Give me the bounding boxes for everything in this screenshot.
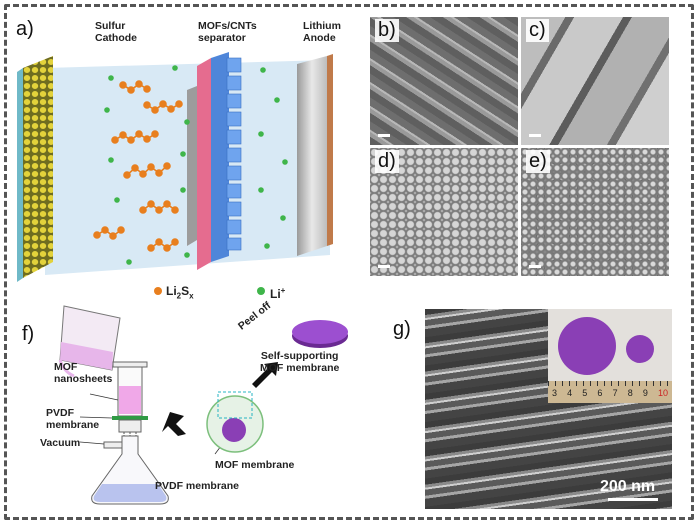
self-supporting-membrane [292, 320, 348, 344]
scale-bar-b [378, 134, 390, 137]
li-ion-legend-marker [257, 287, 265, 295]
mof-separator [187, 52, 242, 262]
scale-bar-e [529, 265, 541, 268]
pvdf-membrane-left-label: PVDF membrane [46, 407, 99, 431]
panel-c-label: c) [526, 19, 549, 42]
scale-bar-label-g: 200 nm [600, 478, 656, 495]
ruler: 3 4 5 6 7 8 9 10 [548, 381, 672, 403]
large-membrane-disk [558, 317, 616, 375]
battery-schematic [17, 52, 333, 282]
vacuum-label: Vacuum [40, 437, 81, 449]
scale-bar-g [608, 498, 658, 501]
separator-line1: MOFs/CNTs [198, 20, 257, 32]
vacuum-port [103, 441, 123, 449]
vacuum-flask [91, 435, 169, 505]
process-arrow [162, 412, 186, 436]
mof-membrane-label: MOF membrane [215, 459, 295, 471]
li2sx-sub2: x [189, 291, 194, 301]
lithium-anode-line1: Lithium [303, 20, 341, 32]
li2sx-legend-marker [154, 287, 162, 295]
scale-bar-c [529, 134, 541, 137]
separator-pink-layer [197, 58, 211, 270]
ruler-number: 9 [642, 388, 648, 398]
li-base: Li [270, 287, 281, 301]
lithium-anode [297, 56, 327, 256]
mof-nanosheets-line2: nanosheets [54, 373, 113, 385]
sem-image-b: b) [370, 17, 518, 145]
peel-arrow [252, 362, 278, 388]
self-supporting-line1: Self-supporting [260, 350, 339, 362]
ruler-ticks [548, 381, 672, 386]
ruler-number: 8 [627, 388, 633, 398]
scale-bar-d [378, 265, 390, 268]
separator-line2: separator [198, 32, 246, 44]
membrane-photo-inset: 3 4 5 6 7 8 9 10 [548, 309, 672, 403]
sem-image-e: e) [521, 148, 669, 276]
panel-b-label: b) [375, 19, 399, 42]
separator-label: MOFs/CNTs separator [198, 20, 257, 44]
lithium-anode-label: Lithium Anode [303, 20, 341, 44]
li-ion-legend-label: Li+ [270, 285, 285, 300]
lithium-ions [104, 65, 288, 265]
membrane-disk [206, 391, 264, 453]
li2sx-mid: S [181, 284, 190, 298]
polysulfide-chains [93, 80, 183, 252]
sulfur-cathode-label: Sulfur Cathode [95, 20, 137, 44]
panel-e-label: e) [526, 150, 550, 173]
pvdf-membrane-strip [112, 416, 148, 420]
sulfur-cathode [23, 56, 53, 278]
panel-f-label: f) [22, 323, 35, 345]
pvdf-membrane-bottom-label: PVDF membrane [155, 480, 240, 492]
ruler-number: 10 [657, 388, 668, 398]
sulfur-cathode-line1: Sulfur [95, 20, 126, 32]
li2sx-base: Li [166, 284, 177, 298]
li-sup: + [280, 286, 286, 295]
sulfur-cathode-line2: Cathode [95, 32, 137, 44]
self-supporting-label: Self-supporting MOF membrane [260, 350, 339, 374]
li2sx-legend-label: Li2Sx [166, 285, 194, 302]
li2sx-sub1: 2 [176, 291, 182, 301]
mof-nanosheets-label: MOF nanosheets [54, 361, 112, 385]
beaker [58, 305, 121, 378]
mof-nanosheets-line1: MOF [54, 361, 78, 373]
small-membrane-disk [626, 335, 654, 363]
funnel [112, 361, 148, 442]
ruler-number: 6 [597, 388, 603, 398]
sem-image-d: d) [370, 148, 518, 276]
ruler-number: 7 [612, 388, 618, 398]
pvdf-left-line2: membrane [46, 419, 100, 431]
sem-image-c: c) [521, 17, 669, 145]
panel-g-label: g) [393, 318, 411, 340]
filtration-schematic [58, 305, 348, 505]
lithium-anode-line2: Anode [303, 32, 336, 44]
pvdf-left-line1: PVDF [46, 407, 75, 419]
ruler-number: 5 [582, 388, 588, 398]
figure-frame [4, 4, 694, 520]
anode-copper-side [327, 54, 333, 246]
cathode-side [17, 68, 23, 282]
panel-d-label: d) [375, 150, 399, 173]
ruler-number: 3 [552, 388, 558, 398]
ruler-number: 4 [567, 388, 573, 398]
ruler-numbers: 3 4 5 6 7 8 9 10 [552, 388, 668, 398]
self-supporting-line2: MOF membrane [260, 362, 340, 374]
panel-a-label: a) [16, 18, 34, 40]
